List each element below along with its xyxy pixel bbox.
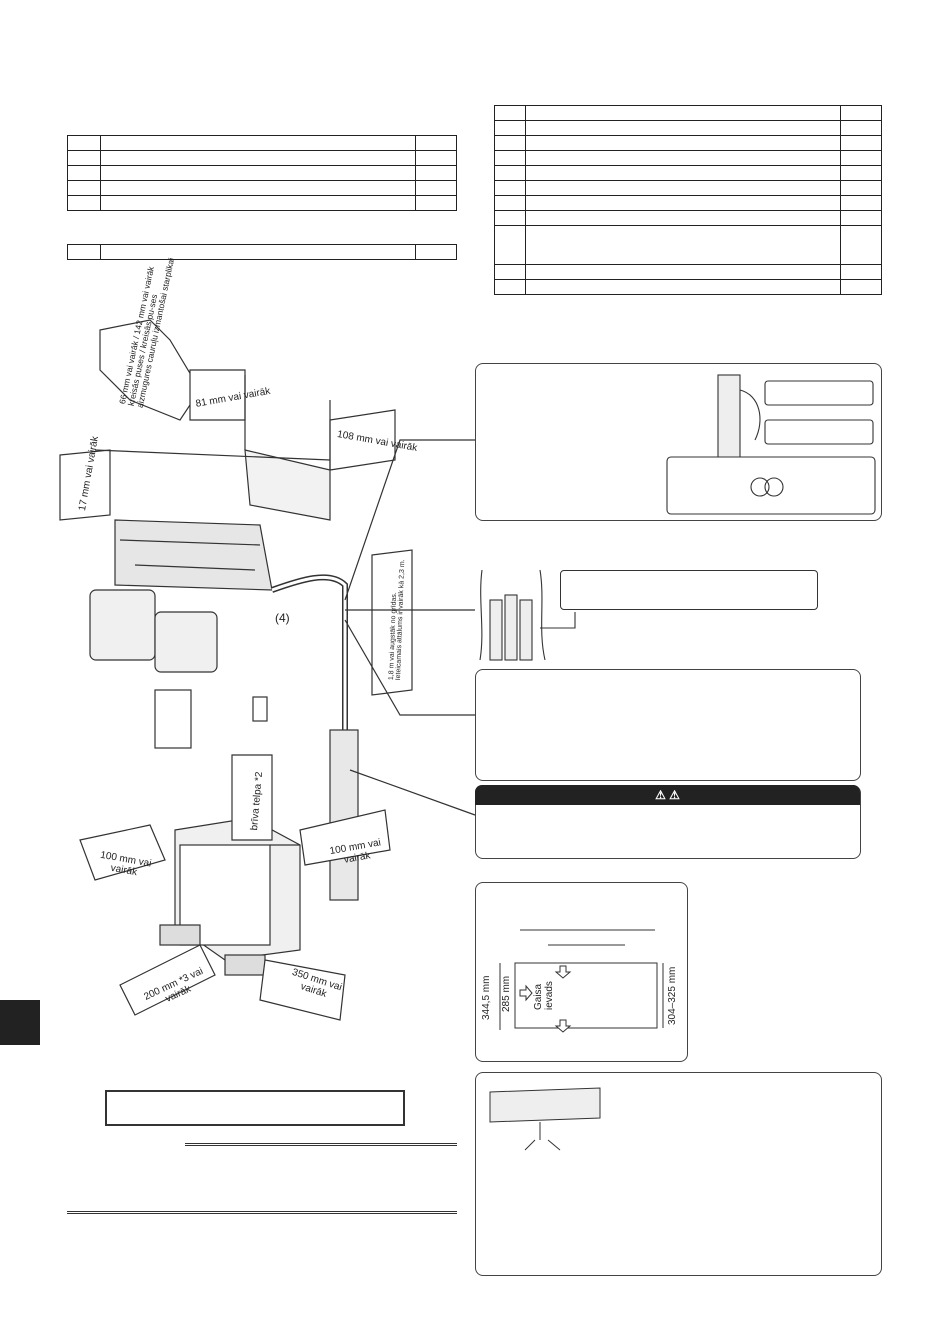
dimension-callout: [475, 882, 688, 1062]
warning-icon: ⚠ ⚠: [655, 788, 680, 802]
parts-table-indoor: [67, 135, 457, 211]
info-callout: [475, 669, 861, 781]
page-side-tab: [0, 1000, 40, 1045]
section-rule-top: [185, 1143, 457, 1146]
parts-table-single: [67, 244, 457, 260]
parts-table-outdoor: [494, 105, 882, 295]
part-4-label: (4): [275, 611, 290, 625]
warning-header: ⚠ ⚠: [475, 785, 860, 805]
section-rule-bottom: [67, 1211, 457, 1214]
pipe-note-box: [560, 570, 818, 610]
note-frame: [105, 1090, 405, 1126]
